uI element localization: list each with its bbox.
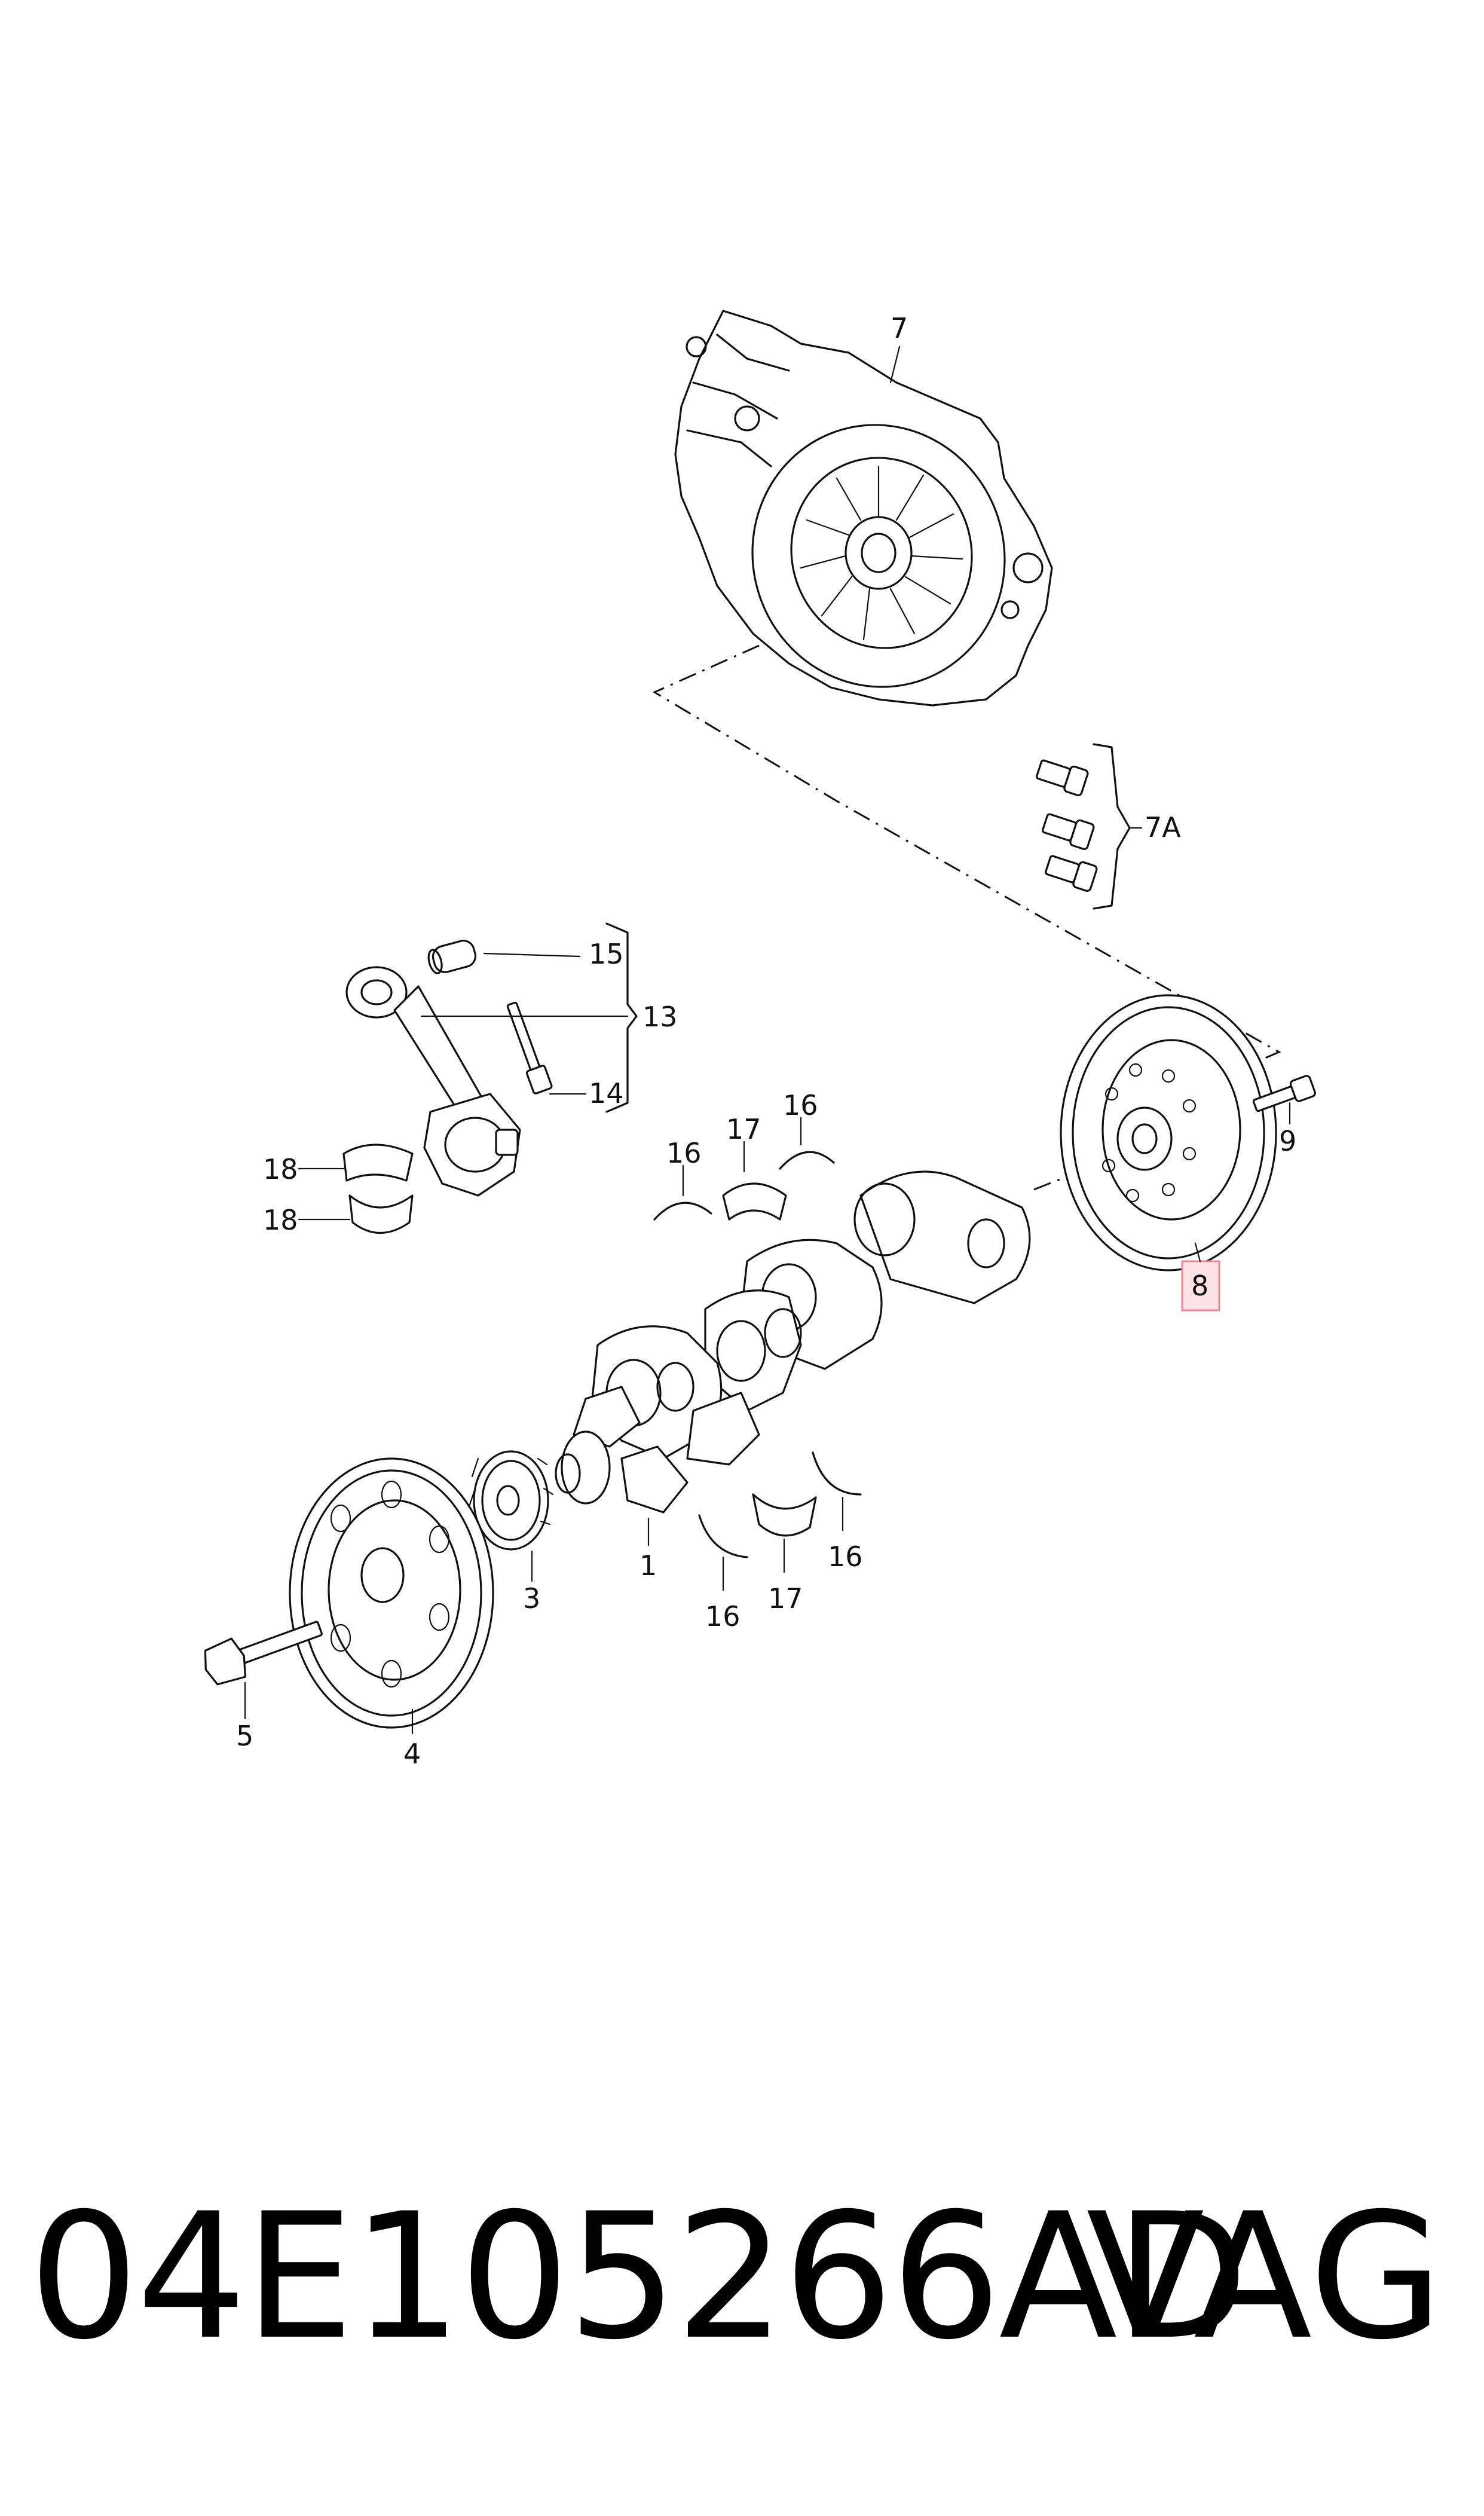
brand-name: VAG xyxy=(1086,2176,1443,2378)
flywheel-bolt xyxy=(1252,1075,1316,1112)
leader-8 xyxy=(1194,1242,1201,1262)
flywheel xyxy=(1060,994,1277,1271)
callout-3: 3 xyxy=(523,1582,540,1615)
piston-pin xyxy=(427,940,477,974)
callout-9: 9 xyxy=(1279,1125,1296,1157)
callout-13: 13 xyxy=(642,1001,678,1033)
bolt-set-7a xyxy=(1036,743,1143,910)
exploded-parts-diagram: 7 7A 8 9 xyxy=(204,310,1316,1770)
callout-16a: 16 xyxy=(666,1137,702,1169)
centerline-upper xyxy=(652,644,1281,1071)
footer: 04E105266AD VAG xyxy=(0,2152,1484,2403)
thrust-washer-lower-2 xyxy=(812,1451,862,1496)
callout-8-highlight xyxy=(1181,1260,1220,1312)
rod-bolt xyxy=(506,1001,553,1095)
callout-18a: 18 xyxy=(263,1153,298,1185)
leader-7 xyxy=(889,346,901,384)
callout-7a: 7A xyxy=(1145,811,1181,843)
main-bearing-lower xyxy=(752,1493,817,1537)
rod-bearing-shells xyxy=(342,1144,414,1234)
thrust-washer-upper-1 xyxy=(653,1202,712,1221)
callout-16d: 16 xyxy=(828,1540,863,1573)
central-bolt xyxy=(204,1621,323,1686)
crankshaft-sprocket xyxy=(468,1430,611,1558)
callout-8: 8 xyxy=(1191,1270,1208,1302)
vibration-damper xyxy=(289,1457,494,1729)
callout-14: 14 xyxy=(589,1077,624,1109)
transmission-housing xyxy=(674,310,1053,707)
thrust-washer-lower-1 xyxy=(698,1514,748,1558)
callout-16b: 16 xyxy=(783,1089,818,1121)
callout-5: 5 xyxy=(236,1720,253,1752)
connecting-rod xyxy=(345,966,521,1197)
callout-18b: 18 xyxy=(263,1204,298,1236)
callout-1: 1 xyxy=(640,1549,657,1582)
main-bearing-upper xyxy=(722,1182,787,1221)
thrust-washer-upper-2 xyxy=(779,1151,835,1170)
callout-16c: 16 xyxy=(705,1600,741,1633)
callout-7: 7 xyxy=(891,312,908,344)
bracket-13 xyxy=(605,922,638,1113)
callout-17b: 17 xyxy=(768,1582,803,1615)
callout-4: 4 xyxy=(403,1738,421,1770)
callout-15: 15 xyxy=(589,938,624,970)
part-number: 04E105266AD xyxy=(29,2176,1249,2378)
crankshaft xyxy=(573,1170,1031,1514)
leader-15 xyxy=(483,952,581,958)
callout-17a: 17 xyxy=(726,1113,761,1145)
